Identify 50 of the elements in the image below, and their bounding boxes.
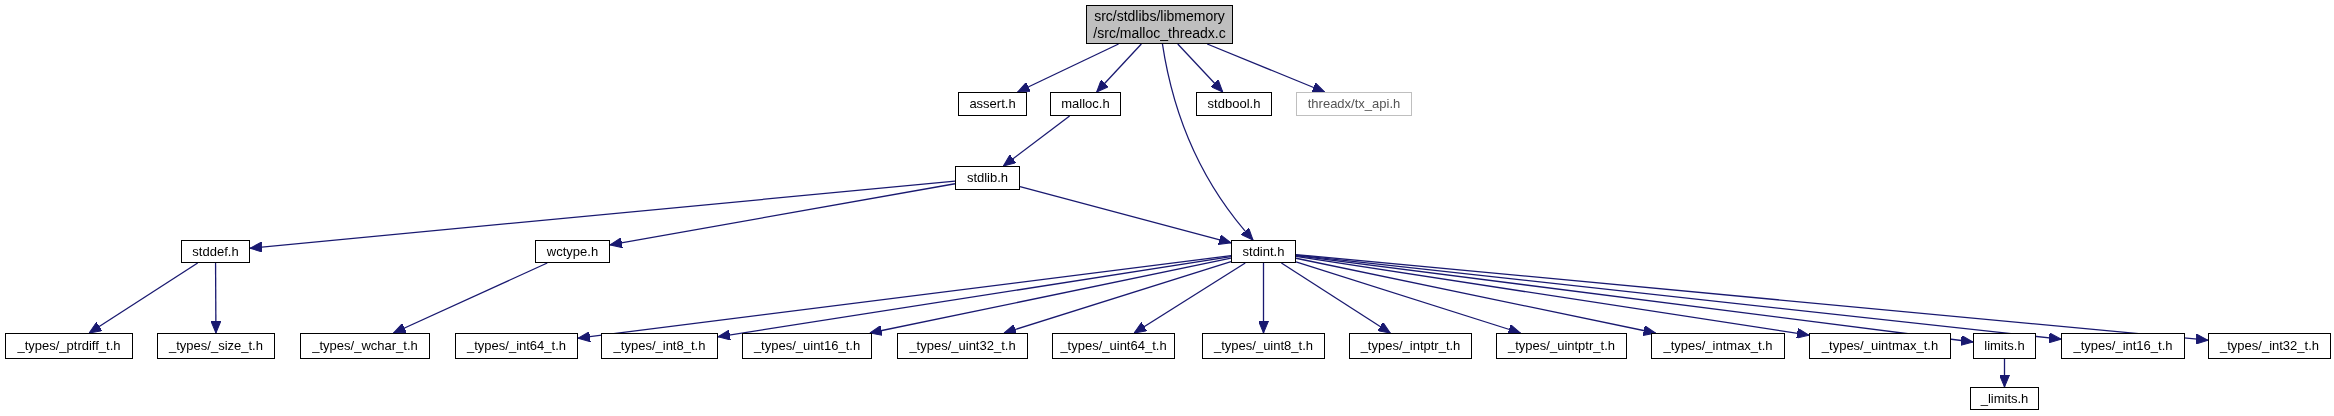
- file-box: _types/_wchar_t.h: [300, 333, 430, 359]
- arrow: [1002, 115, 1071, 167]
- file-box: _types/_intmax_t.h: [1651, 333, 1785, 359]
- arrow: [577, 254, 1232, 343]
- file-box: _types/_uintmax_t.h: [1809, 333, 1951, 359]
- file-box: limits.h: [1973, 333, 2036, 359]
- arrow: [1295, 253, 2209, 345]
- file-box: wctype.h: [535, 240, 610, 263]
- arrow: [1177, 43, 1224, 93]
- arrow: [392, 262, 548, 334]
- arrow: [1295, 261, 1522, 335]
- file-box: stdbool.h: [1196, 92, 1272, 116]
- arrow: [1017, 43, 1120, 93]
- file-box: _limits.h: [1970, 387, 2039, 410]
- file-box: _types/_size_t.h: [157, 333, 275, 359]
- arrow: [717, 255, 1232, 341]
- arrow: [210, 262, 222, 334]
- file-box: _types/_uint16_t.h: [742, 333, 872, 359]
- file-box: stddef.h: [181, 240, 250, 263]
- file-box: _types/_uint64_t.h: [1052, 333, 1175, 359]
- arrow: [1019, 186, 1232, 246]
- file-box: _types/_intptr_t.h: [1349, 333, 1472, 359]
- file-box: assert.h: [958, 92, 1027, 116]
- file-box: stdint.h: [1231, 240, 1296, 263]
- arrow: [1133, 262, 1246, 334]
- file-box: src/stdlibs/libmemory /src/malloc_threadx.c: [1086, 5, 1233, 44]
- arrow: [1295, 257, 1657, 336]
- file-box: _types/_int32_t.h: [2208, 333, 2331, 359]
- arrow: [1161, 43, 1254, 241]
- arrow: [1206, 43, 1326, 93]
- arrow: [1258, 262, 1269, 334]
- file-box: malloc.h: [1050, 92, 1121, 116]
- arrow: [1003, 261, 1232, 335]
- arrow: [1999, 358, 2010, 388]
- arrow: [1096, 43, 1142, 93]
- arrow: [1280, 262, 1391, 334]
- file-box: _types/_ptrdiff_t.h: [5, 333, 133, 359]
- file-box: _types/_int8_t.h: [601, 333, 718, 359]
- file-box: _types/_uintptr_t.h: [1496, 333, 1627, 359]
- file-box: _types/_int16_t.h: [2061, 333, 2185, 359]
- file-box: threadx/tx_api.h: [1296, 92, 1412, 116]
- arrow: [1295, 255, 1810, 339]
- arrow: [88, 262, 199, 334]
- arrow: [249, 180, 956, 253]
- file-box: _types/_int64_t.h: [455, 333, 578, 359]
- arrow: [609, 183, 956, 249]
- file-box: _types/_uint8_t.h: [1202, 333, 1325, 359]
- file-box: stdlib.h: [955, 166, 1020, 190]
- file-box: _types/_uint32_t.h: [897, 333, 1028, 359]
- arrow: [869, 257, 1232, 336]
